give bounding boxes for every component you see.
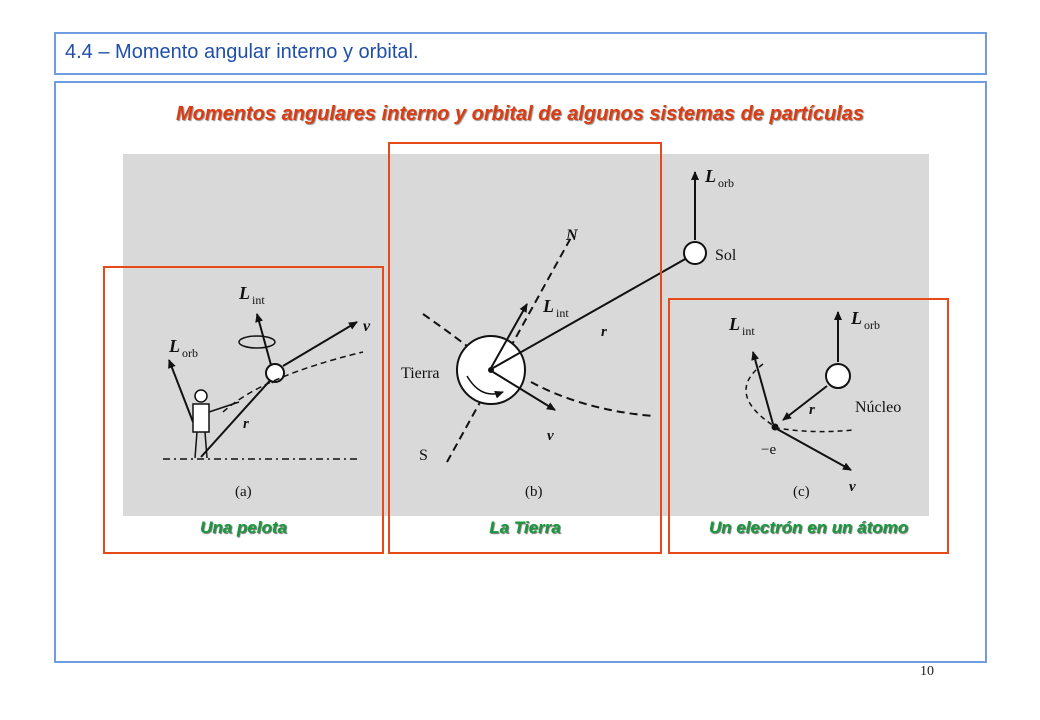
panel-b-v-vector: [492, 371, 556, 411]
panel-b-n-label: N: [565, 227, 579, 244]
panel-c-nucleus: [825, 363, 851, 389]
caption-panel-a: Una pelota: [200, 518, 287, 537]
panel-a-person: [192, 389, 240, 459]
page-number: 10: [920, 664, 934, 679]
panel-c-nucleus-label: Núcleo: [855, 399, 901, 416]
panel-c-v-label: v: [849, 479, 856, 495]
figure-angular-momentum: L int L orb v r (a) L orb L int N S: [123, 154, 929, 516]
content-box: [54, 81, 987, 663]
panel-b-sun: [683, 241, 707, 265]
panel-a-r-label: r: [243, 416, 249, 432]
panel-b-l-int-subscript: int: [556, 306, 569, 320]
panel-c-l-int-subscript: int: [742, 324, 755, 338]
panel-c-drawing: L int L orb Núcleo r −e v (c): [728, 308, 901, 500]
panel-b-v-label: v: [547, 428, 554, 444]
frame-panel-a: [103, 266, 384, 554]
panel-a-r-vector: [200, 374, 276, 458]
panel-c-l-int-vector: [751, 351, 774, 425]
panel-c-v-vector: [776, 428, 852, 471]
panel-a-drawing: L int L orb v r (a): [163, 283, 371, 500]
section-title: 4.4 – Momento angular interno y orbital.: [65, 41, 419, 63]
panel-a-v-label: v: [363, 318, 371, 335]
panel-a-l-orb-vector: [168, 359, 194, 423]
panel-a-spin-loop: [238, 335, 276, 349]
frame-panel-c: [668, 298, 949, 554]
panel-a-l-int-symbol: L: [238, 283, 250, 303]
panel-a-ball: [265, 363, 285, 383]
panel-b-sun-label: Sol: [715, 247, 737, 264]
panel-b-r-line: [492, 257, 688, 369]
panel-b-spin-arrow: [466, 375, 504, 399]
panel-c-r-vector: [782, 385, 828, 421]
panel-c-l-int-symbol: L: [728, 314, 740, 334]
panel-b-l-orb-subscript: orb: [718, 176, 734, 190]
panel-a-l-int-vector: [255, 313, 272, 366]
panel-c-l-orb-symbol: L: [850, 308, 862, 328]
figure-drawing: L int L orb v r (a) L orb L int N S: [163, 166, 901, 500]
panel-b-sublabel: (b): [525, 484, 543, 500]
frame-panel-b: [388, 142, 662, 554]
panel-a-l-orb-symbol: L: [168, 336, 180, 356]
caption-panel-b: La Tierra: [489, 518, 561, 537]
panel-c-electron-label: −e: [761, 442, 776, 458]
panel-b-drawing: L orb L int N S Sol Tierra r v (b): [401, 166, 737, 500]
panel-a-v-vector: [282, 321, 358, 367]
panel-c-l-orb-subscript: orb: [864, 318, 880, 332]
panel-b-l-int-vector: [490, 303, 528, 369]
panel-b-l-int-symbol: L: [542, 296, 554, 316]
panel-b-s-label: S: [419, 447, 428, 464]
panel-c-r-label: r: [809, 402, 815, 418]
section-title-box: 4.4 – Momento angular interno y orbital.: [54, 32, 987, 75]
caption-panel-c: Un electrón en un átomo: [708, 518, 909, 537]
panel-b-earth-label: Tierra: [401, 365, 440, 382]
panel-b-earth-center: [488, 367, 494, 373]
panel-a-l-orb-subscript: orb: [182, 346, 198, 360]
slide-heading: Momentos angulares interno y orbital de …: [176, 103, 864, 125]
panel-b-r-label: r: [601, 324, 607, 340]
panel-c-electron: [771, 423, 779, 431]
panel-b-l-orb-symbol: L: [704, 166, 716, 186]
panel-c-sublabel: (c): [793, 484, 810, 500]
panel-b-orbit-right: [530, 381, 654, 417]
panel-a-l-int-subscript: int: [252, 293, 265, 307]
panel-a-sublabel: (a): [235, 484, 252, 500]
